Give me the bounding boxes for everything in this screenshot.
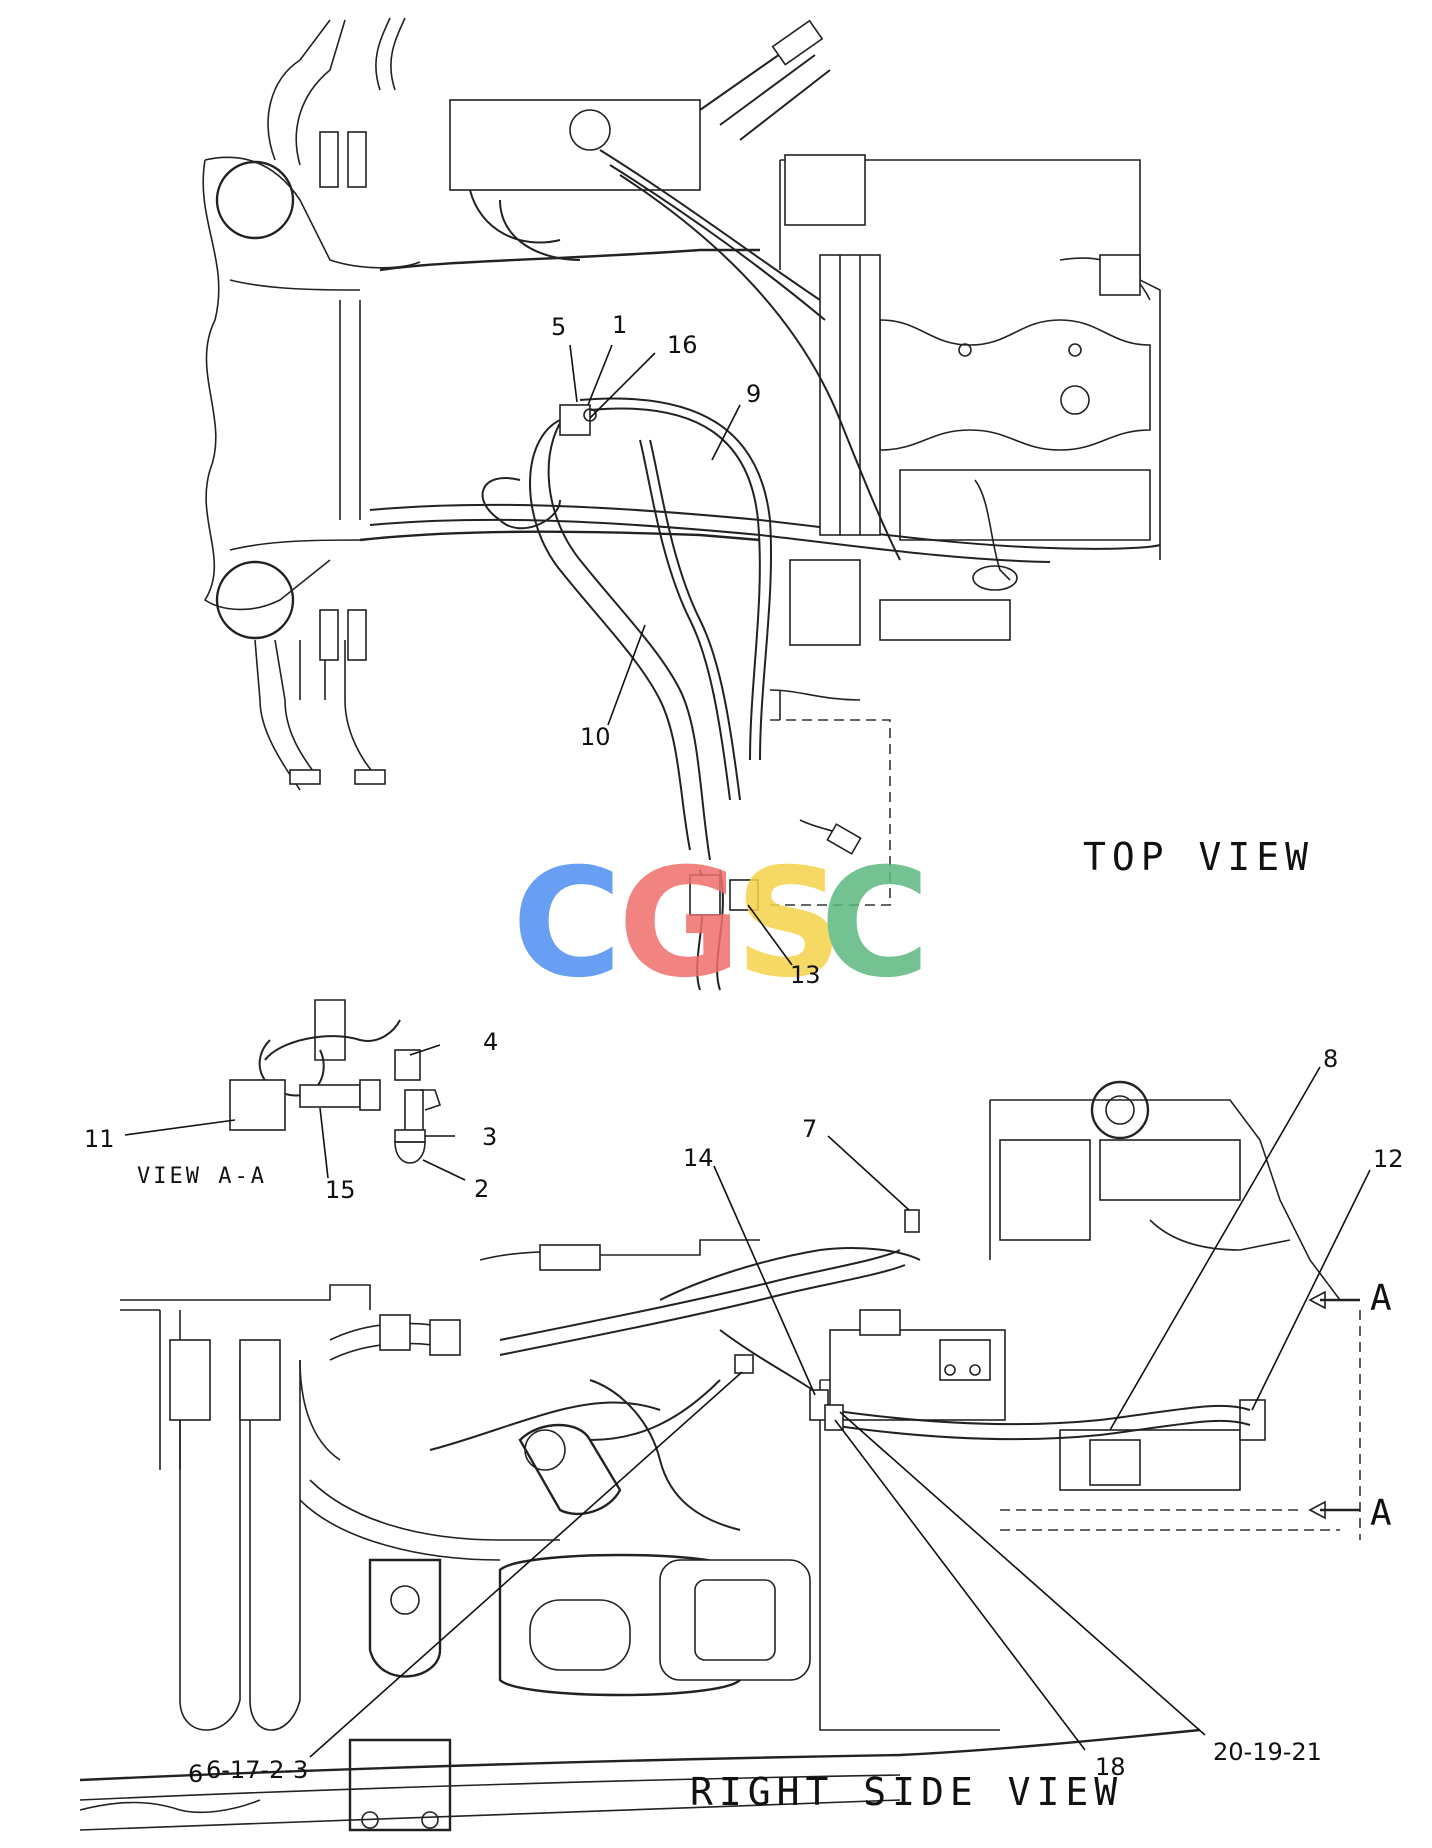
callout-labels: 5 1 16 9 10 13 4 3 2 11 15 7 14 8 12 18 …: [84, 311, 1404, 1788]
fitting-3: [394, 1129, 426, 1143]
tee-15: [299, 1084, 361, 1108]
callout-2: 2: [474, 1175, 489, 1203]
cap-2: [394, 1141, 426, 1164]
watermark-letter: C: [512, 837, 622, 1011]
callout-6-17-2-3: 6-17-2-3: [206, 1756, 308, 1784]
view-a-a-title: VIEW A-A: [137, 1164, 267, 1189]
watermark-letter: C: [820, 837, 930, 1011]
callout-3: 3: [482, 1123, 497, 1151]
callout-18: 18: [1095, 1753, 1126, 1781]
callout-16: 16: [667, 331, 698, 359]
engine-cover-plate: [784, 154, 866, 226]
callout-8: 8: [1323, 1045, 1338, 1073]
fitting-13: [729, 879, 759, 911]
fitting-4: [394, 1049, 421, 1081]
watermark-letter: G: [618, 837, 741, 1011]
frame-bore-lower: [215, 560, 295, 640]
view-titles: TOP VIEW VIEW A-A RIGHT SIDE VIEW: [137, 835, 1314, 1814]
callout-7: 7: [802, 1115, 817, 1143]
watermark-logo: C G S C: [512, 837, 930, 1011]
callout-13: 13: [790, 961, 821, 989]
watermark-letter: S: [735, 837, 843, 1011]
section-marker-a-top: A: [1370, 1278, 1392, 1319]
engine-port: [1090, 1080, 1150, 1140]
leader-lines: [124, 344, 1371, 1758]
fitting-7: [904, 1209, 920, 1233]
callout-12: 12: [1373, 1145, 1404, 1173]
callout-20-19-21: 20-19-21: [1213, 1738, 1322, 1766]
top-view-title: TOP VIEW: [1083, 835, 1314, 879]
fitting-6-17: [734, 1354, 754, 1374]
view-a-a-drawing: [229, 999, 442, 1164]
upper-valve-body: [449, 99, 701, 191]
callout-11: 11: [84, 1125, 115, 1153]
right-side-view-title: RIGHT SIDE VIEW: [690, 1770, 1123, 1814]
callout-4: 4: [483, 1028, 498, 1056]
frame-bore-upper: [215, 160, 295, 240]
frame-lug-left: [368, 1558, 442, 1678]
top-view-drawing: [202, 17, 1161, 991]
callout-9: 9: [746, 380, 761, 408]
callout-14: 14: [683, 1144, 714, 1172]
section-marker-a-bottom: A: [1370, 1493, 1392, 1534]
callout-15: 15: [325, 1176, 356, 1204]
right-side-view-drawing: [79, 1080, 1361, 1832]
fitting-12: [1239, 1399, 1266, 1441]
frame-lug-bottom: [348, 1738, 452, 1832]
callout-6-prefix: 6: [188, 1760, 203, 1788]
callout-10: 10: [580, 723, 611, 751]
valve-block-5: [559, 404, 591, 436]
callout-5: 5: [551, 313, 566, 341]
callout-1: 1: [612, 311, 627, 339]
block-11: [229, 1079, 286, 1131]
